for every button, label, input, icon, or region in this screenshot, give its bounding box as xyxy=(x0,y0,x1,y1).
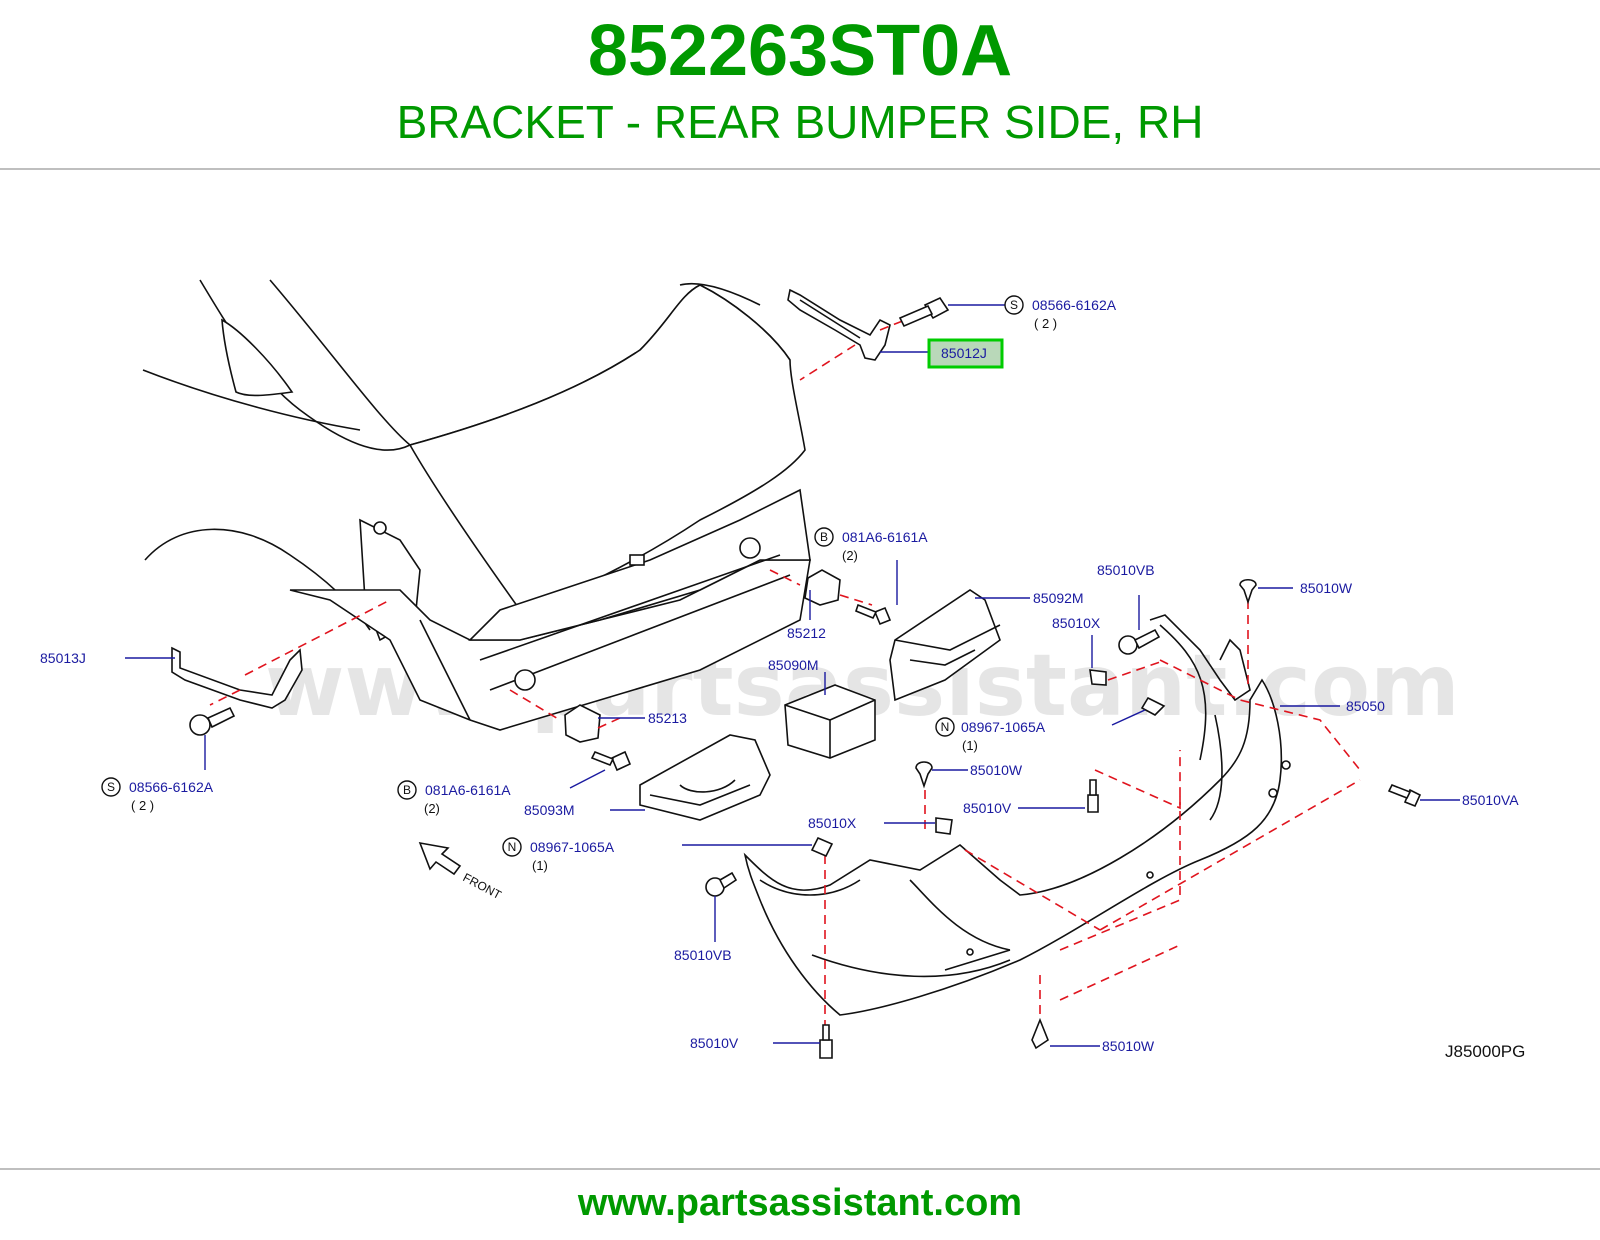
bracket-85212 xyxy=(804,569,841,606)
nut-08967-left xyxy=(810,836,834,858)
label-85010W-mid: 85010W xyxy=(970,762,1023,778)
label-08967-mid: 08967-1065A xyxy=(961,719,1046,735)
symbol-b-mid: B xyxy=(397,780,417,800)
label-08566-top: 08566-6162A xyxy=(1032,297,1117,313)
label-85092M: 85092M xyxy=(1033,590,1084,606)
label-85010W-top: 85010W xyxy=(1300,580,1353,596)
leader-lines xyxy=(125,304,1460,1047)
symbol-s-left: S xyxy=(101,777,121,797)
bumper-fascia-85050 xyxy=(743,614,1291,1016)
symbol-b-top: B xyxy=(814,527,834,547)
label-85010W-bottom: 85010W xyxy=(1102,1038,1155,1054)
parts-diagram: www.partsassistant.com xyxy=(40,279,1525,1061)
screw-08566-left xyxy=(189,706,236,736)
bracket-85213 xyxy=(564,704,601,743)
clip-85010W-mid xyxy=(915,761,933,789)
block-85090M xyxy=(784,684,876,759)
label-85010VB-bottom: 85010VB xyxy=(674,947,732,963)
svg-text:S: S xyxy=(107,780,115,794)
qty-08566-left: ( 2 ) xyxy=(131,798,154,813)
label-85010V-mid: 85010V xyxy=(963,800,1012,816)
symbol-s-top: S xyxy=(1004,295,1024,315)
symbol-n-mid: N xyxy=(935,717,955,737)
bracket-85013J xyxy=(171,646,303,709)
qty-08967-left: (1) xyxy=(532,858,548,873)
label-85010X-top: 85010X xyxy=(1052,615,1101,631)
bolt-85010V-bottom xyxy=(819,1024,833,1059)
symbol-n-left: N xyxy=(502,837,522,857)
label-081A6-top: 081A6-6161A xyxy=(842,529,928,545)
clip-85010W-top xyxy=(1239,578,1257,605)
clip-85010X-mid xyxy=(935,817,953,835)
label-85093M: 85093M xyxy=(524,802,575,818)
label-08967-left: 08967-1065A xyxy=(530,839,615,855)
qty-081A6-top: (2) xyxy=(842,548,858,563)
clip-85010X-top xyxy=(1089,669,1107,686)
highlight-box xyxy=(927,338,1004,369)
label-85213: 85213 xyxy=(648,710,687,726)
part-number-title: 852263ST0A xyxy=(587,11,1013,91)
absorber-85092M xyxy=(889,589,1001,702)
front-arrow-icon xyxy=(418,841,462,876)
bolt-85010V-mid xyxy=(1087,779,1099,813)
screw-08566-top xyxy=(898,296,950,328)
screw-85010VB-bottom xyxy=(705,871,738,897)
absorber-85093M xyxy=(639,734,771,821)
label-85050: 85050 xyxy=(1346,698,1385,714)
bolt-081A6-mid xyxy=(590,750,632,772)
footer-url[interactable]: www.partsassistant.com xyxy=(577,1182,1023,1224)
svg-text:S: S xyxy=(1010,298,1018,312)
bracket-85012J xyxy=(787,288,891,361)
front-label: FRONT xyxy=(461,870,505,902)
label-85013J: 85013J xyxy=(40,650,86,666)
svg-text:B: B xyxy=(820,530,828,544)
label-081A6-mid: 081A6-6161A xyxy=(425,782,511,798)
label-85010V-bottom: 85010V xyxy=(690,1035,739,1051)
label-85212: 85212 xyxy=(787,625,826,641)
screw-85010VB-top xyxy=(1118,628,1161,655)
qty-081A6-mid: (2) xyxy=(424,801,440,816)
clip-85010W-bottom xyxy=(1031,1017,1049,1050)
header-divider xyxy=(0,168,1600,170)
car-body xyxy=(142,279,811,731)
bolt-85010VA xyxy=(1387,783,1422,808)
label-85010VB-top: 85010VB xyxy=(1097,562,1155,578)
footer-divider xyxy=(0,1168,1600,1170)
label-85010VA: 85010VA xyxy=(1462,792,1519,808)
qty-08967-mid: (1) xyxy=(962,738,978,753)
svg-text:B: B xyxy=(403,783,411,797)
qty-08566-top: ( 2 ) xyxy=(1034,316,1057,331)
label-08566-left: 08566-6162A xyxy=(129,779,214,795)
label-85012J: 85012J xyxy=(941,345,987,361)
svg-text:N: N xyxy=(941,720,950,734)
diagram-code: J85000PG xyxy=(1445,1042,1525,1061)
nut-08967-mid xyxy=(1140,696,1166,716)
label-85010X-mid: 85010X xyxy=(808,815,857,831)
label-85090M: 85090M xyxy=(768,657,819,673)
part-description: BRACKET - REAR BUMPER SIDE, RH xyxy=(396,96,1204,148)
svg-text:N: N xyxy=(508,840,517,854)
bolt-081A6-top xyxy=(855,603,892,626)
